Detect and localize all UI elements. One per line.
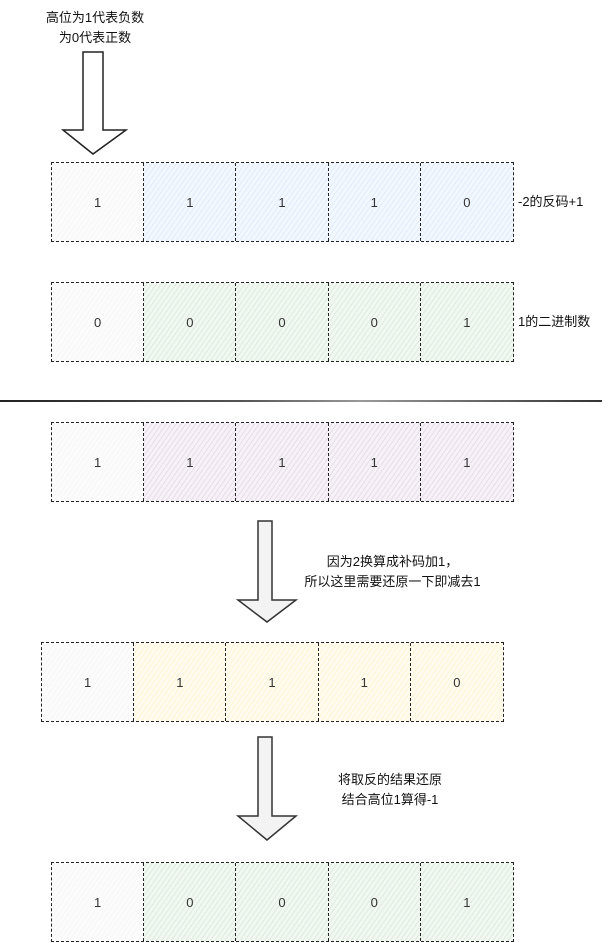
note-line: 因为2换算成补码加1， bbox=[326, 554, 459, 569]
divider-line bbox=[0, 400, 602, 402]
bit-cell: 0 bbox=[410, 643, 504, 721]
down-arrow-icon bbox=[60, 51, 129, 155]
down-arrow-icon bbox=[235, 520, 299, 623]
down-arrow-icon bbox=[235, 736, 299, 841]
bit-cell: 1 bbox=[236, 423, 329, 501]
note-line: 将取反的结果还原 bbox=[337, 772, 442, 787]
bit-cell: 1 bbox=[328, 163, 421, 241]
sign-bit-cell: 0 bbox=[52, 283, 145, 361]
sign-bit-cell: 1 bbox=[42, 643, 135, 721]
bit-cell: 0 bbox=[328, 283, 421, 361]
note-line: 所以这里需要还原一下即减去1 bbox=[304, 574, 481, 589]
bit-cell: 1 bbox=[144, 163, 237, 241]
bit-cell: 0 bbox=[420, 163, 514, 241]
bit-cell: 1 bbox=[134, 643, 227, 721]
bit-cell: 1 bbox=[236, 163, 329, 241]
invert-note: 将取反的结果还原 结合高位1算得-1 bbox=[320, 770, 460, 810]
sign-bit-cell: 1 bbox=[52, 423, 145, 501]
bit-cell: 0 bbox=[328, 863, 421, 941]
sign-bit-note: 高位为1代表负数 为0代表正数 bbox=[35, 8, 155, 48]
bit-cell: 1 bbox=[420, 283, 514, 361]
note-line: 高位为1代表负数 bbox=[45, 10, 145, 25]
bit-cell: 1 bbox=[144, 423, 237, 501]
bit-cell: 1 bbox=[318, 643, 411, 721]
bit-cell: 1 bbox=[226, 643, 319, 721]
subtract-note: 因为2换算成补码加1， 所以这里需要还原一下即减去1 bbox=[280, 552, 505, 592]
bit-cell: 0 bbox=[236, 863, 329, 941]
row1-label: -2的反码+1 bbox=[518, 194, 584, 209]
sign-bit-cell: 1 bbox=[52, 863, 145, 941]
bit-cell: 1 bbox=[328, 423, 421, 501]
sign-bit-cell: 1 bbox=[52, 163, 145, 241]
note-line: 为0代表正数 bbox=[58, 30, 132, 45]
bit-cell: 0 bbox=[144, 863, 237, 941]
row2-label: 1的二进制数 bbox=[518, 314, 591, 329]
note-line: 结合高位1算得-1 bbox=[341, 792, 439, 807]
bit-cell: 0 bbox=[144, 283, 237, 361]
bit-cell: 1 bbox=[420, 863, 514, 941]
bit-cell: 0 bbox=[236, 283, 329, 361]
bit-cell: 1 bbox=[420, 423, 514, 501]
